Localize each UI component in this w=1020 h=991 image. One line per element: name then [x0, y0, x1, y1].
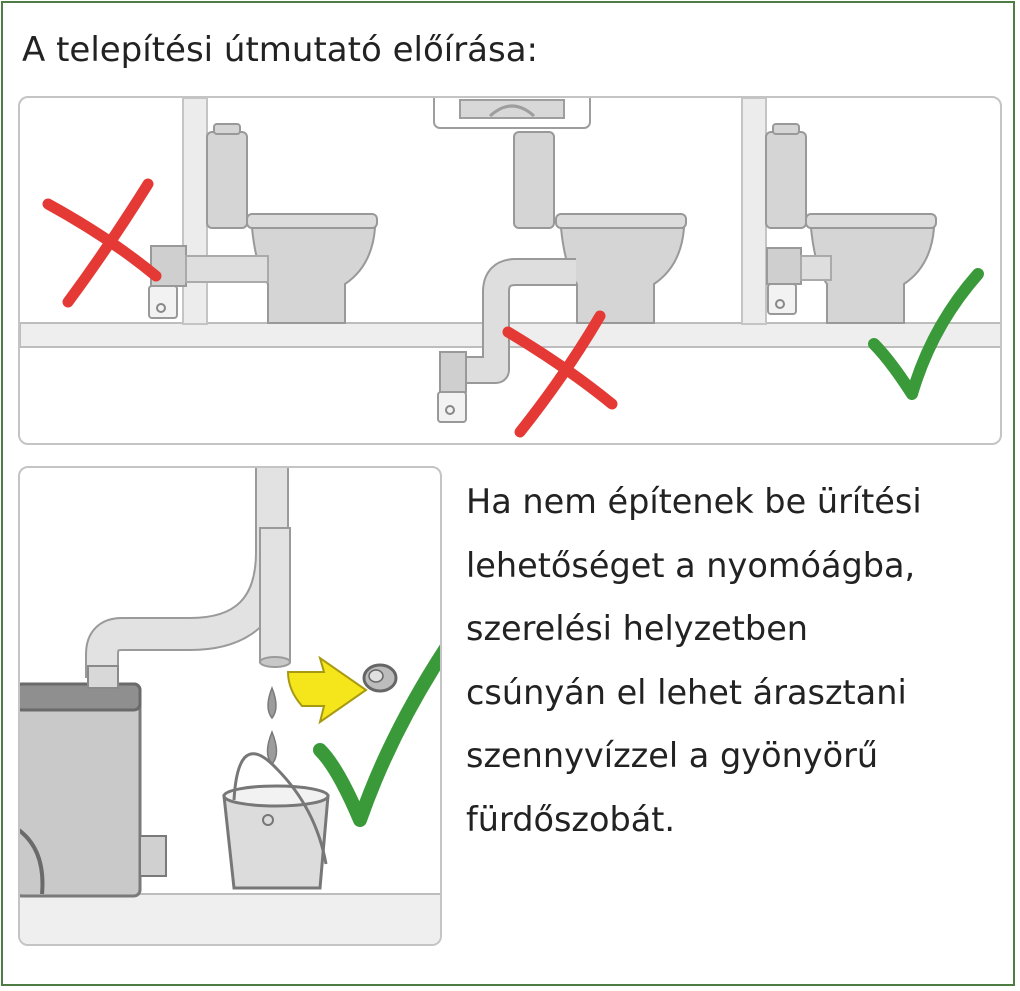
bucket-icon — [222, 752, 330, 890]
check-icon — [868, 268, 984, 400]
pressure-pipe — [87, 468, 287, 678]
wall-divider-1 — [182, 98, 208, 325]
drain-option-illustration — [20, 468, 440, 944]
cross-icon — [42, 178, 162, 308]
arrow-icon — [286, 655, 368, 725]
pipe-middle — [464, 260, 576, 382]
note-line: lehetőséget a nyomóágba, — [466, 545, 916, 585]
wall-divider-2 — [741, 98, 767, 325]
ceiling-fixture-arc — [488, 104, 536, 118]
check-icon — [313, 644, 440, 827]
pipe-right — [800, 255, 832, 281]
pump-box-middle — [439, 351, 467, 393]
note-line: szerelési helyzetben — [466, 609, 809, 648]
valve-right — [767, 283, 797, 315]
note-line: fürdőszobát. — [466, 799, 676, 839]
pipe-middle-outline — [464, 258, 576, 384]
toilet-left — [206, 123, 378, 324]
drain-branch — [259, 527, 291, 663]
installation-variants-illustration — [20, 98, 1000, 438]
valve-left — [148, 285, 178, 319]
page-title: A telepítési útmutató előírása: — [22, 30, 539, 70]
warning-note: Ha nem építenek be ürítési lehetőséget a… — [466, 470, 996, 851]
pipe-left — [185, 255, 269, 283]
toilet-middle — [513, 131, 687, 324]
water-drop — [267, 685, 277, 720]
note-line: szennyvízzel a gyönyörű — [466, 736, 879, 775]
installation-variants-panel — [18, 96, 1002, 445]
ceiling-fixture — [459, 99, 565, 119]
note-line: csúnyán el lehet árasztani — [466, 672, 907, 712]
water-drop — [266, 730, 278, 766]
pump-box-right — [766, 247, 802, 285]
drain-option-panel — [18, 466, 442, 946]
pump-unit — [20, 682, 142, 898]
cross-icon — [502, 310, 618, 438]
floor — [20, 893, 440, 944]
note-line: Ha nem építenek be ürítési — [466, 482, 922, 521]
drain-cap-icon — [362, 663, 398, 693]
